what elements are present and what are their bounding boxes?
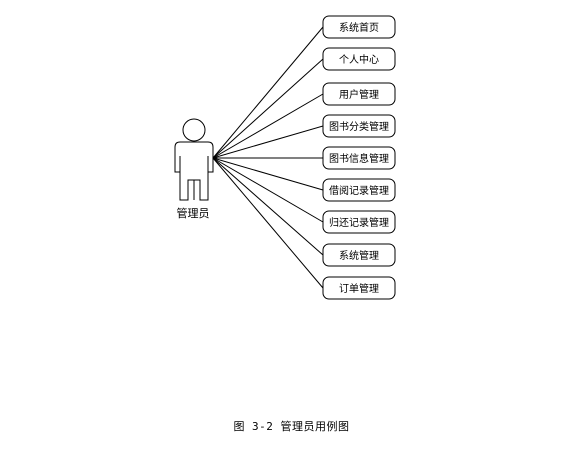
figure-caption: 图 3-2 管理员用例图: [233, 420, 350, 433]
use-case-label: 订单管理: [339, 282, 379, 295]
association-line: [212, 125, 324, 159]
use-case-label: 图书信息管理: [329, 152, 389, 165]
use-case-label: 系统首页: [339, 21, 379, 34]
use-case: 系统首页: [322, 15, 396, 39]
association-line: [212, 58, 324, 159]
actor-body: [174, 141, 214, 201]
association-line: [212, 26, 324, 159]
use-case: 个人中心: [322, 47, 396, 71]
use-case: 归还记录管理: [322, 210, 396, 234]
use-case-box: [322, 114, 396, 138]
use-case-box: [322, 82, 396, 106]
use-case-list: 系统首页个人中心用户管理图书分类管理图书信息管理借阅记录管理归还记录管理系统管理…: [322, 15, 396, 300]
actor-figure: [174, 118, 214, 201]
association-lines: [212, 26, 324, 289]
use-case-box: [322, 243, 396, 267]
actor-label: 管理员: [177, 206, 210, 220]
association-line: [212, 157, 324, 289]
use-case-box: [322, 146, 396, 170]
use-case-label: 个人中心: [339, 53, 379, 66]
use-case-box: [322, 210, 396, 234]
use-case: 订单管理: [322, 276, 396, 300]
use-case-box: [322, 15, 396, 39]
use-case-label: 归还记录管理: [329, 216, 389, 229]
use-case: 系统管理: [322, 243, 396, 267]
use-case-label: 图书分类管理: [329, 120, 389, 133]
actor-head: [182, 118, 206, 142]
use-case-label: 系统管理: [339, 249, 379, 262]
association-line: [212, 157, 324, 223]
use-case-box: [322, 276, 396, 300]
association-line: [212, 157, 324, 191]
use-case: 借阅记录管理: [322, 178, 396, 202]
association-line: [212, 157, 324, 256]
use-case-box: [322, 47, 396, 71]
use-case: 图书信息管理: [322, 146, 396, 170]
association-line: [212, 93, 324, 159]
use-case-box: [322, 178, 396, 202]
use-case: 用户管理: [322, 82, 396, 106]
use-case-label: 借阅记录管理: [329, 184, 389, 197]
use-case-label: 用户管理: [339, 88, 379, 101]
use-case: 图书分类管理: [322, 114, 396, 138]
